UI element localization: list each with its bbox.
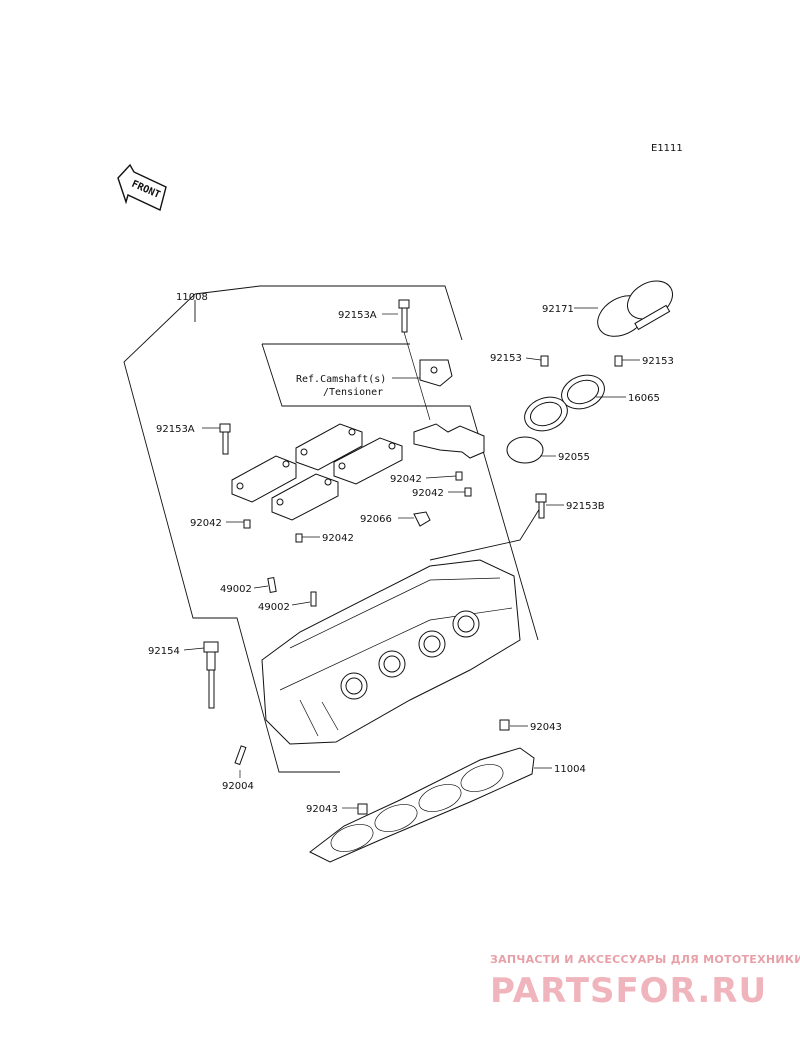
leader-lines xyxy=(183,307,640,809)
label-49002-a: 49002 xyxy=(220,584,252,595)
camshaft-cap-2 xyxy=(333,437,403,485)
watermark: ЗАПЧАСТИ И АКСЕССУАРЫ ДЛЯ МОТОТЕХНИКИ PA… xyxy=(490,953,800,1011)
label-92154: 92154 xyxy=(148,646,180,657)
label-11004: 11004 xyxy=(554,764,586,775)
ref-note-line2: /Tensioner xyxy=(323,387,383,398)
label-92042-c: 92042 xyxy=(390,474,422,485)
ref-note-line1: Ref.Camshaft(s) xyxy=(296,374,386,385)
label-92153a-left: 92153A xyxy=(156,424,195,435)
label-92171: 92171 xyxy=(542,304,574,315)
screw-92153-b xyxy=(614,355,623,367)
diagram-code: E1111 xyxy=(651,143,683,154)
label-92043-b: 92043 xyxy=(306,804,338,815)
bolt-92153a-left xyxy=(219,423,231,455)
cylinder-head xyxy=(261,559,521,745)
guide-49002-a xyxy=(267,577,277,593)
label-16065: 16065 xyxy=(628,393,660,404)
assembly-bracket-11008 xyxy=(123,285,539,773)
camshaft-cap-3 xyxy=(231,455,297,503)
label-11008: 11008 xyxy=(176,292,208,303)
watermark-brand: PARTSFOR.RU xyxy=(490,971,767,1011)
label-49002-b: 49002 xyxy=(258,602,290,613)
camshaft-reference-bracket xyxy=(419,359,453,387)
label-92066: 92066 xyxy=(360,514,392,525)
o-ring-92055 xyxy=(506,436,544,464)
label-92042-a: 92042 xyxy=(190,518,222,529)
bolt-92153b xyxy=(535,493,547,519)
dowel-pin-92042-c xyxy=(455,471,463,481)
screw-92153-a xyxy=(540,355,549,367)
plug-92066 xyxy=(413,511,431,527)
label-92153a-top: 92153A xyxy=(338,310,377,321)
label-92153b: 92153B xyxy=(566,501,605,512)
clamp-92171 xyxy=(597,280,673,337)
label-92043-a: 92043 xyxy=(530,722,562,733)
dowel-92043-a xyxy=(499,719,510,731)
camshaft-cap-4 xyxy=(271,473,339,521)
watermark-tagline: ЗАПЧАСТИ И АКСЕССУАРЫ ДЛЯ МОТОТЕХНИКИ xyxy=(490,953,800,966)
head-gasket-11004 xyxy=(309,747,535,863)
label-92004: 92004 xyxy=(222,781,254,792)
label-92055: 92055 xyxy=(558,452,590,463)
stud-92004 xyxy=(234,745,247,766)
dowel-pin-92042-d xyxy=(464,487,472,497)
camshaft-cap-right xyxy=(413,423,485,459)
label-92042-d: 92042 xyxy=(412,488,444,499)
label-92153-a: 92153 xyxy=(490,353,522,364)
bolt-92154 xyxy=(203,641,219,709)
holder-16065 xyxy=(524,374,605,432)
label-92153-b: 92153 xyxy=(642,356,674,367)
guide-49002-b xyxy=(310,591,317,607)
dowel-pin-92042-b xyxy=(295,533,303,543)
dowel-92043-b xyxy=(357,803,368,815)
camshaft-cap-1 xyxy=(295,423,363,471)
dowel-pin-92042-a xyxy=(243,519,251,529)
label-92042-b: 92042 xyxy=(322,533,354,544)
bolt-92153a-top xyxy=(398,299,431,421)
front-arrow-icon: FRONT xyxy=(117,163,167,211)
